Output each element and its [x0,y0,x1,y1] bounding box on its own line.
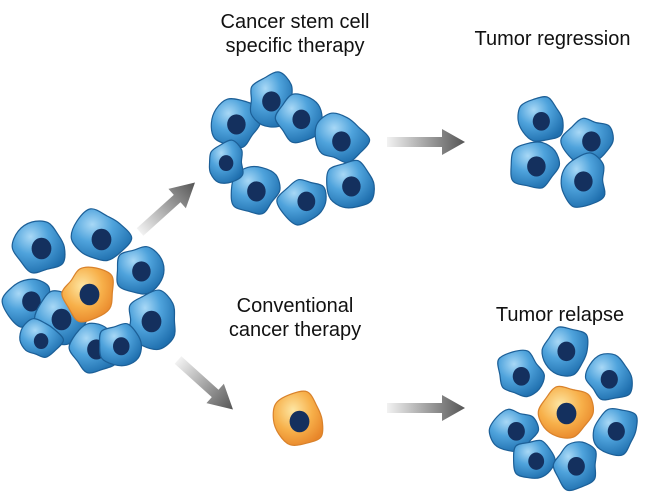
nucleus [262,91,281,112]
surviving-stem-cell [272,390,324,446]
cancer-cell [230,165,281,215]
nucleus [113,337,130,356]
nucleus [532,111,550,131]
label-tumor-relapse-text: Tumor relapse [495,304,625,326]
original-tumor [1,208,176,374]
cancer-cell [517,96,564,142]
cancer-cell [488,408,540,453]
nucleus [218,155,234,172]
cancer-cell [552,441,597,492]
cancer-cell [19,318,65,358]
arrow-to-tumor-regression [387,129,465,155]
cancer-cell [314,112,371,164]
nucleus [297,191,316,212]
cancer-cell [274,93,323,144]
cancer-cell [128,289,176,351]
label-tumor-regression-text: Tumor regression [474,28,631,50]
nucleus [132,261,151,282]
nucleus [91,228,112,251]
nucleus [79,283,100,306]
nucleus [607,421,625,441]
arrow-to-csc-therapy [136,182,195,236]
nucleus [247,181,266,202]
cancer-stem-cell [61,266,114,323]
cancer-cell [210,98,262,149]
nucleus [582,131,601,152]
cancer-cell [326,159,375,209]
nucleus [292,109,311,130]
label-tumor-regression: Tumor regression [440,27,665,51]
cancer-cell [510,141,561,189]
label-tumor-relapse: Tumor relapse [455,303,665,327]
nucleus [556,402,577,425]
arrow-to-tumor-relapse [387,395,465,421]
label-csc-line1: Cancer stem cell [220,11,370,33]
cancer-cell [11,220,66,274]
arrow-to-conventional-therapy [174,356,233,410]
nucleus [141,310,162,333]
nucleus [574,171,593,192]
nucleus [227,114,246,135]
relapsed-tumor [488,326,638,492]
nucleus [507,421,525,441]
nucleus [289,410,310,433]
cancer-cell [98,322,143,367]
nucleus [332,131,351,152]
cancer-cell [560,152,606,208]
label-conv-line1: Conventional [236,295,354,317]
csc-therapy-tumor-ring [208,71,375,226]
nucleus [528,452,545,470]
nucleus [31,237,52,260]
nucleus [51,308,72,331]
label-conventional-therapy: Conventional cancer therapy [175,294,415,342]
cancer-stem-cell [272,390,324,446]
cancer-cell [497,349,545,398]
cancer-cell [208,139,244,184]
nucleus [527,156,546,177]
cancer-cell [541,326,589,377]
cancer-stem-cell [537,385,595,439]
nucleus [557,341,576,362]
cancer-cell [592,407,638,457]
label-conv-line2: cancer therapy [228,319,362,341]
nucleus [512,366,530,386]
nucleus [33,333,49,350]
cancer-cell [70,208,133,262]
nucleus [342,176,361,197]
cancer-cell [276,178,327,226]
cancer-cell [116,246,165,295]
cancer-cell [584,353,633,401]
label-csc-specific-therapy: Cancer stem cell specific therapy [180,10,410,58]
nucleus [567,456,585,476]
cancer-cell [512,439,556,479]
nucleus [22,291,41,312]
nucleus [600,369,618,389]
label-csc-line2: specific therapy [225,35,365,57]
regressed-tumor [510,96,614,208]
